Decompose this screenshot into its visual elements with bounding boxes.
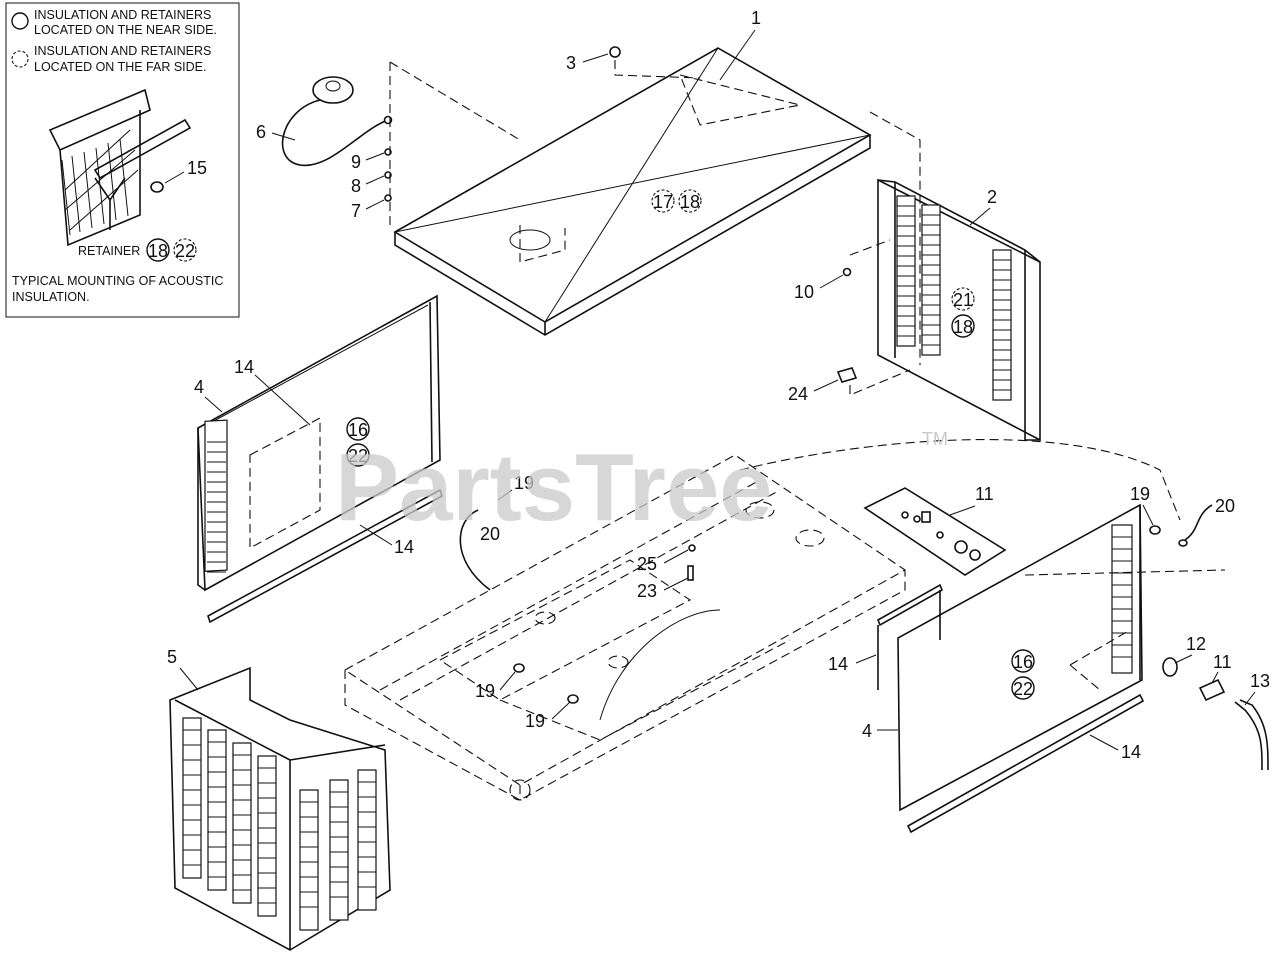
- side-circle-21: 21: [953, 290, 973, 310]
- retainer-label: RETAINER: [78, 244, 140, 258]
- control-plate: [863, 487, 1007, 576]
- far-side-line1: INSULATION AND RETAINERS: [34, 44, 211, 58]
- callout-2: 2: [987, 187, 997, 207]
- far-side-line2: LOCATED ON THE FAR SIDE.: [34, 60, 207, 74]
- callout-8: 8: [351, 176, 361, 196]
- end-panel-left: [169, 666, 391, 951]
- watermark-trademark: TM: [922, 429, 948, 449]
- callout-20-right: 20: [1215, 496, 1235, 516]
- retainer-circle-22: 22: [175, 241, 195, 261]
- callout-7: 7: [351, 201, 361, 221]
- legend-inset: INSULATION AND RETAINERS LOCATED ON THE …: [5, 2, 240, 318]
- roof-panel: 17 18: [393, 47, 872, 336]
- callout-14-lower-left: 14: [394, 537, 414, 557]
- callout-9: 9: [351, 152, 361, 172]
- callout-19-right: 19: [1130, 484, 1150, 504]
- callout-11-top: 11: [975, 484, 994, 504]
- callout-14-right-upper: 14: [828, 654, 848, 674]
- callout-19-mid: 19: [475, 681, 495, 701]
- left-circle-16: 16: [348, 420, 368, 440]
- side-circle-18: 18: [953, 317, 973, 337]
- callout-3: 3: [566, 53, 576, 73]
- louvers-panel-5: [182, 717, 377, 931]
- roof-circle-18: 18: [680, 192, 700, 212]
- end-panel-right: 21 18: [877, 178, 1041, 442]
- callout-11-right: 11: [1213, 652, 1232, 672]
- near-side-symbol: [11, 12, 29, 30]
- callout-19-low: 19: [525, 711, 545, 731]
- callout-6: 6: [256, 122, 266, 142]
- louvers-panel-2: [896, 195, 1012, 401]
- retainer-circle-18: 18: [148, 241, 168, 261]
- legend-frame: [5, 2, 240, 318]
- callout-19-top: 19: [514, 473, 534, 493]
- typical-mounting-line1: TYPICAL MOUNTING OF ACOUSTIC: [12, 274, 223, 288]
- callout-23: 23: [637, 581, 657, 601]
- side-panel-right: 16 22: [876, 503, 1226, 834]
- callout-14-right-lower: 14: [1121, 742, 1141, 762]
- callout-1: 1: [751, 8, 761, 28]
- callout-12: 12: [1186, 634, 1206, 654]
- callout-15: 15: [187, 158, 207, 178]
- callout-10: 10: [794, 282, 814, 302]
- right-circle-22: 22: [1013, 679, 1033, 699]
- callout-4-left: 4: [194, 377, 204, 397]
- roof-circle-17: 17: [653, 192, 673, 212]
- typical-mounting-line2: INSULATION.: [12, 290, 90, 304]
- callout-20-left: 20: [480, 524, 500, 544]
- right-circle-16: 16: [1013, 652, 1033, 672]
- callout-14-upper-left: 14: [234, 357, 254, 377]
- far-side-symbol: [11, 50, 29, 68]
- callout-24: 24: [788, 384, 808, 404]
- insulation-mounting-detail: [48, 88, 192, 247]
- watermark-text: PartsTree: [335, 434, 773, 541]
- callout-25: 25: [637, 554, 657, 574]
- left-circle-22: 22: [348, 446, 368, 466]
- callout-4-right: 4: [862, 721, 872, 741]
- gauge-cable-assembly: [281, 76, 393, 202]
- near-side-line2: LOCATED ON THE NEAR SIDE.: [34, 23, 217, 37]
- callout-5: 5: [167, 647, 177, 667]
- near-side-line1: INSULATION AND RETAINERS: [34, 8, 211, 22]
- side-panel-left: 16 22: [197, 294, 443, 624]
- callout-13: 13: [1250, 671, 1270, 691]
- base-frame: [343, 454, 907, 801]
